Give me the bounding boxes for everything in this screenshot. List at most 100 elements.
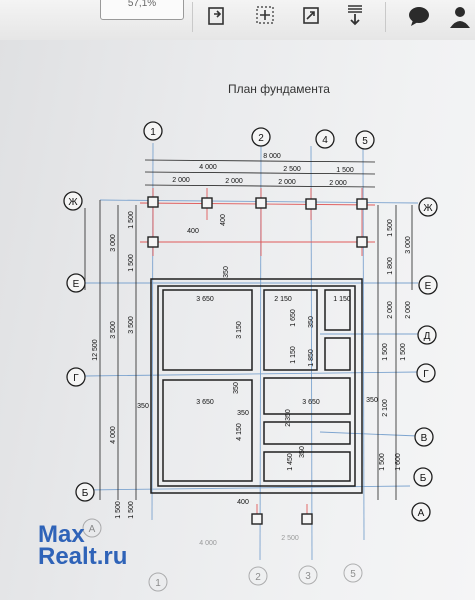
pdf-toolbar: 57,1% [0,0,475,40]
dimension-label: 1 500 [387,219,394,237]
axis-label-right: Ж [423,203,433,214]
axis-bubble [82,518,102,538]
zoom-value: 57,1% [127,0,157,9]
dimension-label: 3 500 [110,321,117,339]
axis-label-top: 5 [362,136,368,147]
room-dimension-label: 350 [237,410,249,417]
rotate-button[interactable] [296,2,326,30]
axis-bubble [413,467,433,487]
select-icon [256,6,274,24]
axis-label-right: Е [425,281,432,292]
pile [147,196,159,208]
export-icon [208,7,224,25]
room-cell [263,421,351,445]
axis-bubble [414,427,434,447]
axis-bubble [343,563,363,583]
comment-button[interactable] [404,2,434,30]
foundation-inner-wall [157,285,356,487]
dimension-label: 1 800 [387,257,394,275]
download-button[interactable] [340,2,370,30]
pile [255,197,267,209]
axis-bubble [63,191,83,211]
room-dimension-label: 350 [366,397,378,404]
axis-label-right: Д [424,331,431,342]
dimension-label: 2 000 [225,178,243,185]
axis-label-left: А [89,524,96,535]
dimension-label: 3 500 [128,316,135,334]
dimension-label: 400 [220,214,227,226]
grid-axis-line [362,145,365,541]
pile [356,236,368,248]
drawing-title: План фундамента [228,82,330,96]
export-button[interactable] [202,2,232,30]
room-dimension-label: 3 650 [196,296,214,303]
room-dimension-label: 1 850 [308,349,315,367]
room-dimension-label: 1 150 [333,296,351,303]
toolbar-divider [385,2,386,32]
axis-label-top: 2 [258,133,264,144]
axis-bubble [143,121,163,141]
dimension-label: 1 500 [115,501,122,519]
axis-label-bottom: 1 [155,578,161,589]
axis-bubble [355,130,375,150]
axis-bubble [418,275,438,295]
dimension-label: 2 000 [278,179,296,186]
axis-label-left: Е [73,279,80,290]
pile [251,513,263,525]
comment-icon [409,7,429,26]
watermark-logo: Max Realt.ru [38,521,128,570]
pile [305,198,317,210]
axis-label-right: Г [423,369,429,380]
dimension-label: 1 500 [379,453,386,471]
room-dimension-label: 2 350 [285,409,292,427]
axis-bubble [66,367,86,387]
dimension-line [144,171,376,175]
axis-label-bottom: 2 [255,572,261,583]
room-cell [324,337,351,371]
pile [201,197,213,209]
axis-label-left: Ж [68,197,78,208]
room-dimension-label: 3 150 [236,321,243,339]
axis-bubble [417,325,437,345]
select-button[interactable] [250,2,280,30]
watermark-line1: Max [38,521,85,548]
axis-label-left: Б [82,488,89,499]
room-cell [162,289,253,371]
dimension-label: 2 000 [329,180,347,187]
axis-bubble [418,197,438,217]
download-icon [348,5,362,26]
dimension-label: 12 500 [92,339,99,361]
dimension-line [144,159,376,163]
grid-axis-line [319,431,419,437]
dimension-label: 4 000 [199,164,217,171]
zoom-input[interactable]: 57,1% [100,0,184,20]
axis-label-top: 4 [322,135,328,146]
room-dimension-label: 350 [233,382,240,394]
room-cell [324,289,351,331]
room-cell [263,289,318,371]
room-dimension-label: 350 [137,403,149,410]
watermark-line2: Realt.ru [38,543,128,570]
room-dimension-label: 2 150 [274,296,292,303]
axis-bubble [251,127,271,147]
axis-label-top: 1 [150,127,156,138]
dimension-label: 1 600 [395,453,402,471]
axis-bubble [298,565,318,585]
toolbar-divider [192,2,193,32]
foundation-outer-wall [150,278,363,494]
dimension-label: 2 000 [387,301,394,319]
dimension-label: 1 500 [336,167,354,174]
grid-axis-line [84,485,411,491]
dimension-label: 2 500 [281,535,299,542]
user-icon [450,7,470,28]
pile [147,236,159,248]
room-cell [263,451,351,482]
room-dimension-label: 350 [299,446,306,458]
axis-bubble [416,363,436,383]
dimension-label: 4 000 [199,540,217,547]
axis-bubble [75,482,95,502]
user-button[interactable] [445,2,475,30]
room-dimension-label: 1 450 [287,453,294,471]
axis-label-right: Б [420,473,427,484]
dimension-label: 2 100 [382,399,389,417]
